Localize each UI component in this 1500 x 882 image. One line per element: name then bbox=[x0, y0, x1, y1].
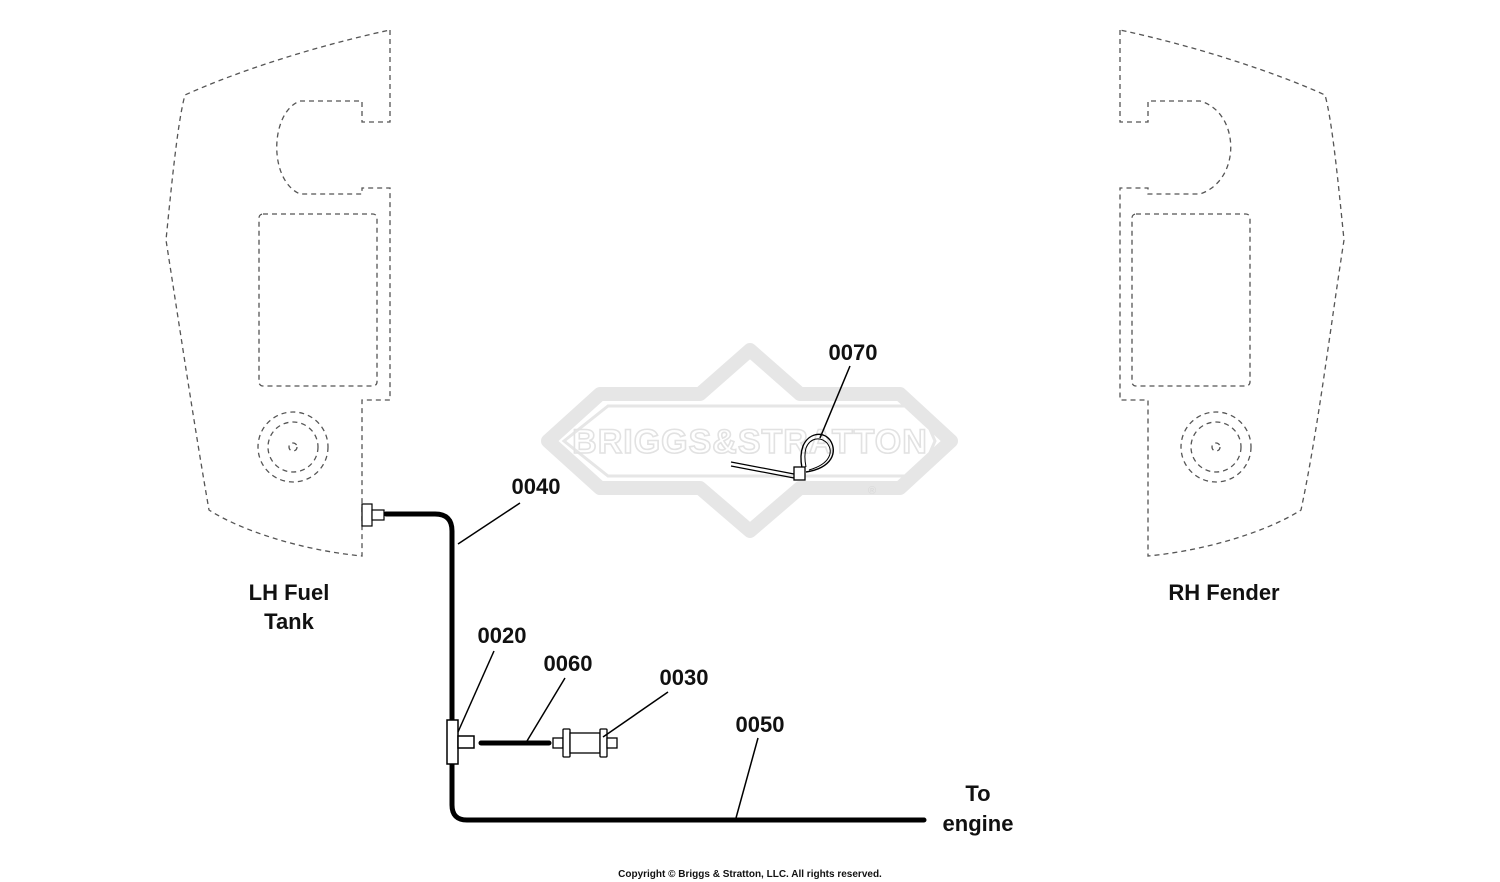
leader-0020 bbox=[457, 650, 495, 733]
to-engine-label-line1: To bbox=[965, 781, 990, 806]
callout-0020: 0020 bbox=[478, 623, 527, 648]
rh-fender-label: RH Fender bbox=[1168, 580, 1280, 605]
copyright-notice: Copyright © Briggs & Stratton, LLC. All … bbox=[618, 869, 882, 880]
lh-fuel-tank-label-line2: Tank bbox=[264, 609, 314, 634]
fuel-hose-0050 bbox=[449, 759, 927, 823]
lh-fuel-tank-outline bbox=[165, 29, 391, 557]
leader-0030 bbox=[602, 691, 669, 738]
tank-outlet-fitting bbox=[361, 503, 385, 527]
leader-0070 bbox=[819, 365, 851, 439]
leader-0050 bbox=[735, 737, 759, 819]
callout-0050: 0050 bbox=[736, 712, 785, 737]
callout-0070: 0070 bbox=[829, 340, 878, 365]
callout-0030: 0030 bbox=[660, 665, 709, 690]
watermark-text: BRIGGS&STRATTON bbox=[572, 423, 928, 461]
fuel-filter-0030 bbox=[552, 728, 618, 758]
cable-tie-0070 bbox=[730, 433, 834, 481]
callout-0060: 0060 bbox=[544, 651, 593, 676]
tee-fitting-0020 bbox=[446, 719, 475, 765]
to-engine-label-line2: engine bbox=[943, 811, 1014, 836]
briggs-stratton-watermark: BRIGGS&STRATTON ® bbox=[541, 343, 958, 538]
callout-0040: 0040 bbox=[512, 474, 561, 499]
watermark-registered: ® bbox=[868, 485, 876, 497]
rh-fender-outline bbox=[1119, 29, 1345, 557]
leader-0040 bbox=[457, 502, 521, 545]
fuel-hose-0040 bbox=[383, 511, 455, 725]
leader-0060 bbox=[526, 677, 566, 742]
lh-fuel-tank-label-line1: LH Fuel bbox=[249, 580, 330, 605]
